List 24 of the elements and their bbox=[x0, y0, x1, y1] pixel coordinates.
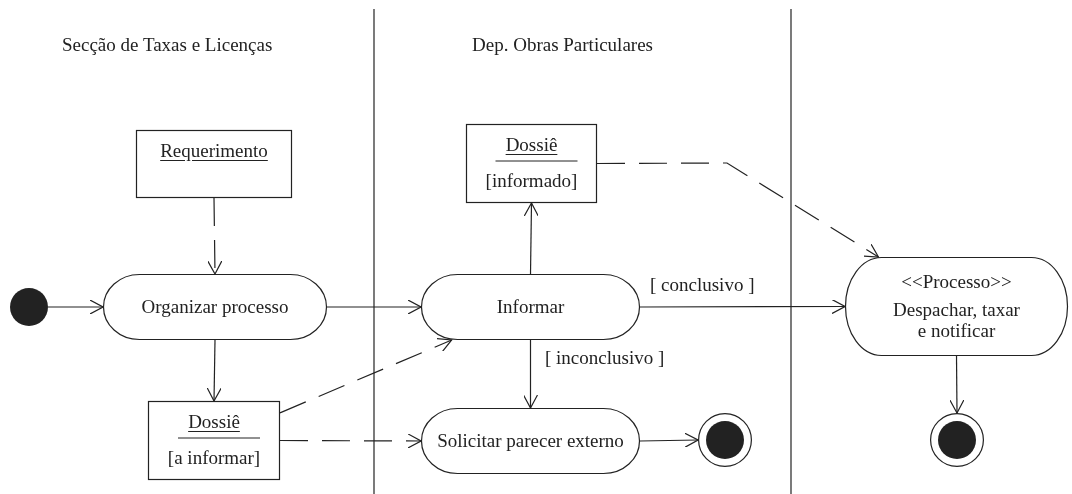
arrow bbox=[47, 299, 104, 315]
arrow bbox=[596, 162, 880, 258]
action-label: Informar bbox=[496, 296, 565, 318]
swimlane-heading: Dep. Obras Particulares bbox=[472, 34, 653, 56]
action-label: Despachar, taxar e notificar bbox=[892, 298, 1021, 343]
action-label: Organizar processo bbox=[141, 296, 289, 318]
arrow bbox=[279, 338, 453, 414]
arrow bbox=[949, 355, 965, 414]
object-name: Dossiê bbox=[505, 134, 558, 156]
arrow bbox=[639, 432, 699, 448]
object-name: Dossiê bbox=[188, 411, 240, 433]
arrow bbox=[523, 202, 539, 275]
object-name: Requerimento bbox=[160, 140, 268, 162]
swimlane-heading: Secção de Taxas e Licenças bbox=[62, 34, 273, 56]
object-state: [a informar] bbox=[167, 446, 261, 469]
action-label: Solicitar parecer externo bbox=[437, 430, 624, 452]
object-state: [informado] bbox=[485, 169, 578, 192]
arrow bbox=[207, 197, 223, 275]
arrow bbox=[522, 339, 539, 409]
arrow bbox=[206, 339, 222, 402]
arrow bbox=[326, 299, 422, 315]
arrow bbox=[279, 433, 422, 449]
arrow bbox=[639, 298, 846, 315]
stereotype-label: <<Processo>> bbox=[901, 270, 1012, 293]
